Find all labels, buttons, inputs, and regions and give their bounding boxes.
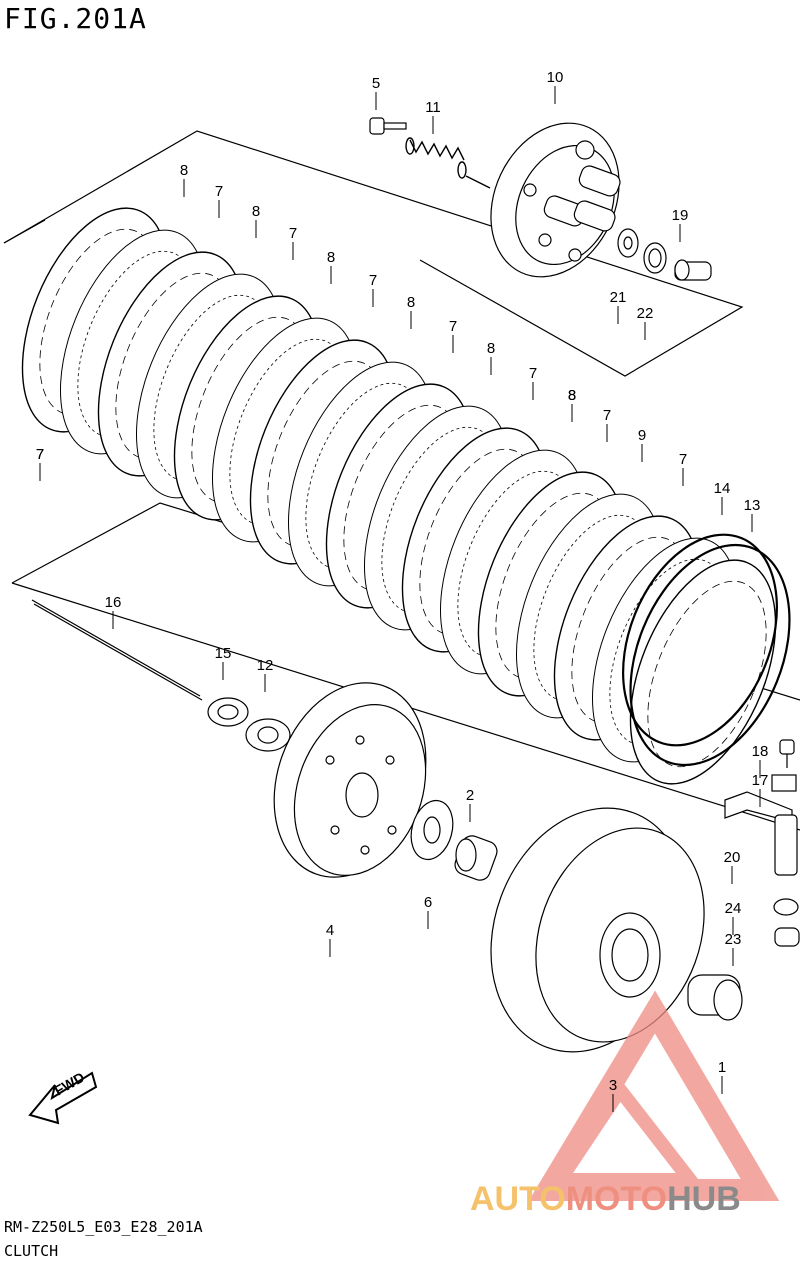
watermark-moto: MOTO [565,1180,668,1218]
callout-8: 8 [180,162,188,179]
callout-1: 1 [718,1059,726,1076]
callout-14: 14 [714,480,731,497]
callout-numbers: 1234567777777778888888910111213141516171… [36,69,769,1094]
callout-7: 7 [679,451,687,468]
callout-8: 8 [407,294,415,311]
callout-21: 21 [610,289,627,306]
figure-name: CLUTCH [4,1242,59,1260]
callout-23: 23 [725,931,742,948]
thrust-washer-part-6 [410,799,454,861]
callout-17: 17 [752,772,769,789]
fwd-arrow: FWD [28,1069,98,1125]
spring-part-11 [405,137,491,189]
watermark-hub: HUB [667,1180,741,1218]
callout-7: 7 [36,446,44,463]
callout-7: 7 [215,183,223,200]
lock-washer-part-12 [245,718,291,752]
clutch-housing-part-3 [490,807,705,1053]
needle-bearing-part-2 [454,835,498,881]
spacer-part-1 [687,974,743,1021]
clutch-hub-part-4 [273,682,427,878]
callout-16: 16 [105,594,122,611]
callout-10: 10 [547,69,564,86]
callout-7: 7 [529,365,537,382]
callout-8: 8 [487,340,495,357]
plate-inner-edge [647,580,767,768]
callout-8: 8 [252,203,260,220]
logo-triangle [528,990,780,1201]
callout-7: 7 [36,446,44,463]
callout-7: 7 [449,318,457,335]
bearing-part-15 [207,697,249,727]
callout-24: 24 [725,900,742,917]
callout-6: 6 [424,894,432,911]
release-arm-parts [724,739,800,947]
logo-inner [546,1078,705,1187]
callout-15: 15 [215,645,232,662]
callout-9: 9 [638,427,646,444]
pressure-plate [490,122,621,278]
watermark-logo [528,990,780,1201]
watermark-text: AUTOMOTOHUB [470,1180,741,1219]
damper-ring-part-13 [629,543,791,767]
bolt-part-5 [369,117,407,135]
callout-7: 7 [289,225,297,242]
callout-22: 22 [637,305,654,322]
callout-8: 8 [327,249,335,266]
clutch-plate-stack [21,207,791,785]
callout-19: 19 [672,207,689,224]
leader-lines [39,86,761,1112]
callout-4: 4 [326,922,334,939]
friction-plate [629,559,777,785]
figure-code: RM-Z250L5_E03_E28_201A [4,1218,203,1236]
callout-12: 12 [257,657,274,674]
callout-7: 7 [369,272,377,289]
callout-5: 5 [372,75,380,92]
callout-13: 13 [744,497,761,514]
callout-20: 20 [724,849,741,866]
callout-8: 8 [568,387,576,404]
watermark-auto: AUTO [470,1180,566,1218]
callout-3: 3 [609,1077,617,1094]
callout-18: 18 [752,743,769,760]
callout-7: 7 [603,407,611,424]
push-rod-part-16 [31,599,203,701]
washer-bearing-pin [617,228,712,281]
wire-ring-part-14 [622,533,778,747]
callout-8: 8 [568,387,576,404]
figure-title: FIG.201A [4,2,147,35]
callout-2: 2 [466,787,474,804]
callout-11: 11 [425,99,441,116]
upper-frame [3,130,744,377]
